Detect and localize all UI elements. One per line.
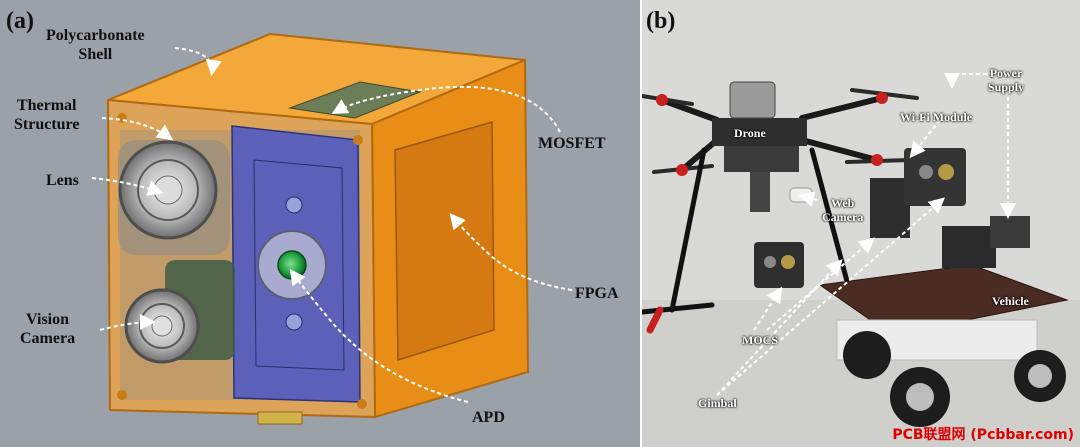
system-photo: [642, 0, 1080, 447]
label-mosfet: MOSFET: [538, 135, 606, 152]
apd-sensor: [277, 250, 307, 280]
vehicle: [818, 264, 1069, 336]
label-polycarbonate-shell: Polycarbonate Shell: [46, 27, 145, 63]
mosfet-block: [288, 81, 422, 119]
watermark: PCB联盟网 (Pcbbar.com): [892, 427, 1074, 443]
label-web-camera: Web Camera: [822, 196, 864, 224]
label-vehicle: Vehicle: [992, 294, 1029, 308]
panel-b: (b) Power Supply Drone Wi-Fi Module Web …: [642, 0, 1080, 447]
label-thermal-structure: Thermal Structure: [14, 97, 80, 133]
label-vision-camera: Vision Camera: [20, 311, 76, 347]
label-apd: APD: [472, 409, 505, 426]
label-lens: Lens: [46, 172, 79, 189]
label-power-supply: Power Supply: [988, 66, 1025, 94]
fpga-board: [394, 121, 495, 362]
label-wifi-module: Wi-Fi Module: [900, 110, 973, 124]
label-gimbal: Gimbal: [698, 396, 737, 410]
drone: [659, 95, 885, 173]
label-fpga: FPGA: [575, 285, 619, 302]
label-drone: Drone: [734, 126, 766, 140]
panel-b-tag: (b): [646, 8, 676, 34]
panel-a-tag: (a): [6, 8, 34, 34]
label-mocs: MOCS: [742, 333, 778, 347]
panel-a: (a) Polycarbonate Shell Thermal Structur…: [0, 0, 640, 447]
device-illustration: [91, 32, 573, 425]
